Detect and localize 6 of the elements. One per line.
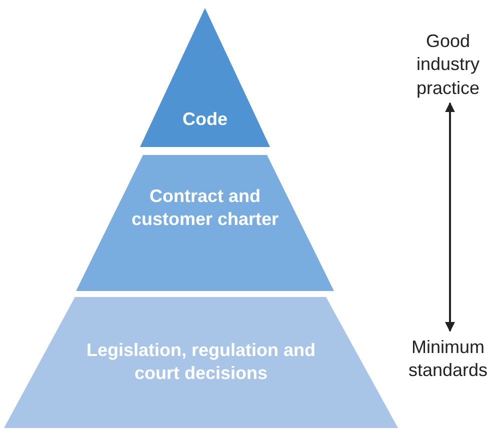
tier-label: Legislation, regulation and court decisions <box>85 339 317 386</box>
scale-label: Good industry practice <box>415 30 481 100</box>
tier-label: Code <box>182 108 228 131</box>
double-arrow <box>445 102 455 332</box>
tier-label: Contract and customer charter <box>130 185 280 232</box>
scale-label: Minimum standards <box>407 336 489 382</box>
